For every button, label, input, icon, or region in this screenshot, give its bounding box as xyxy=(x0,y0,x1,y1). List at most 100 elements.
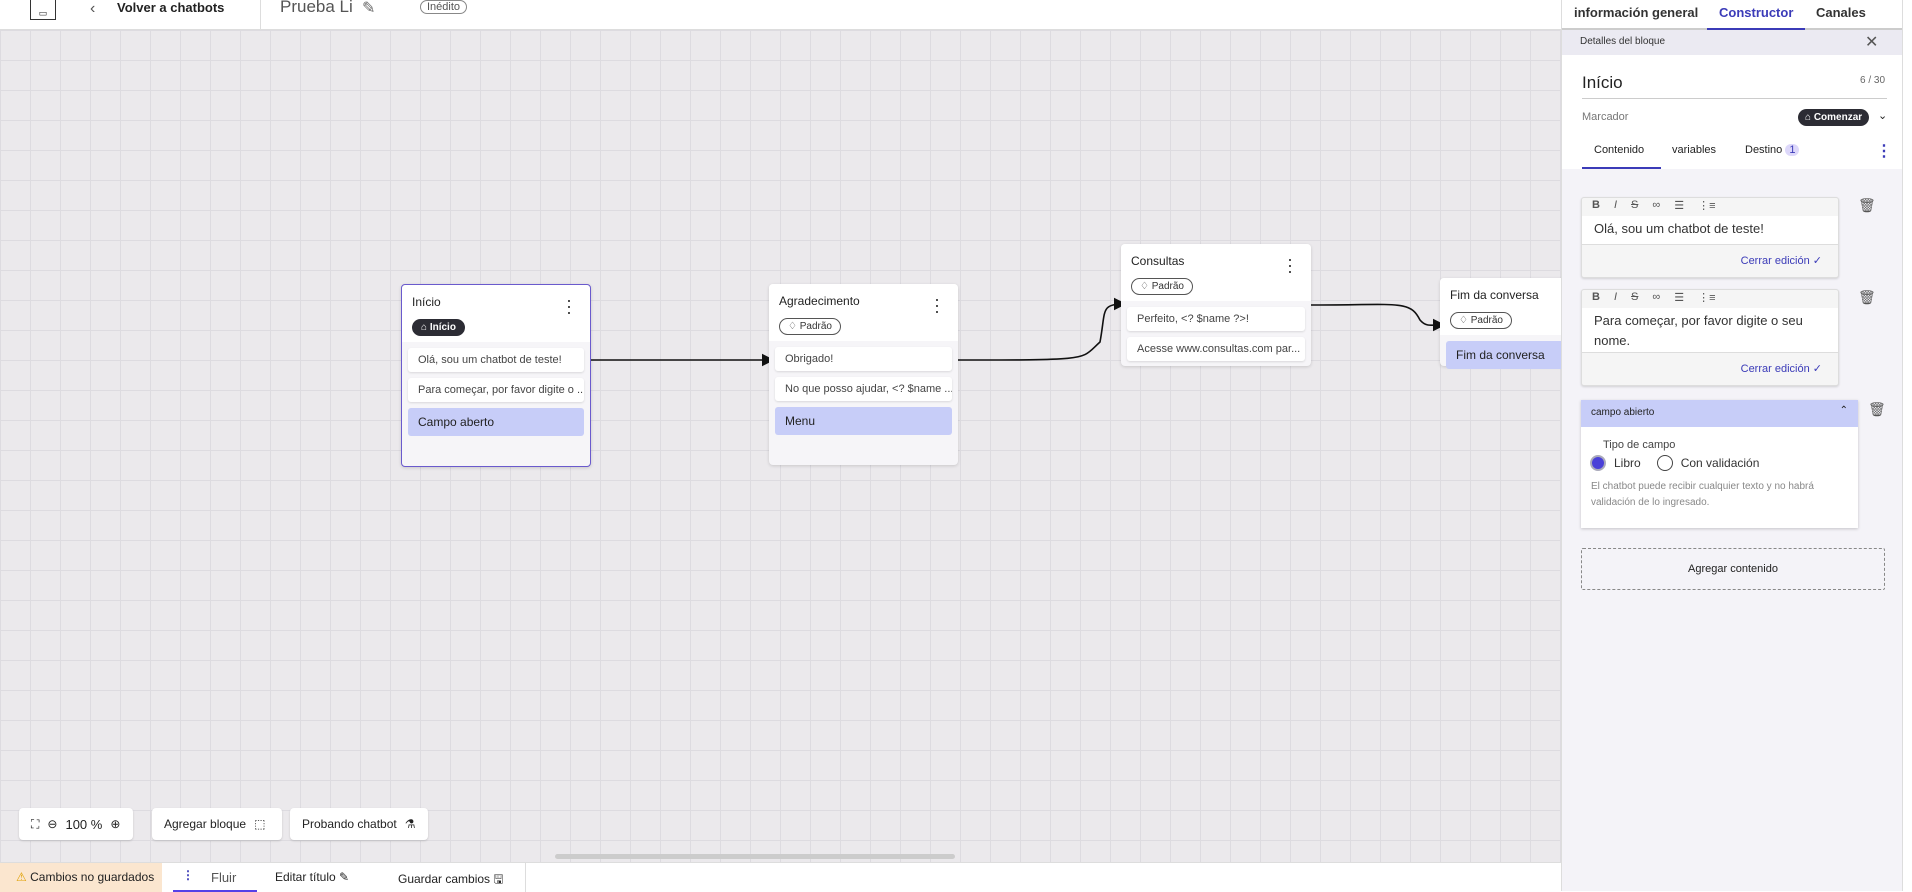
add-content-button[interactable]: Agregar contenido xyxy=(1581,548,1885,590)
flask-icon: ⚗ xyxy=(404,817,416,831)
text-editor[interactable]: B I S ∞ ☰ ⋮≡ Para começar, por favor digite o… xyxy=(1581,289,1839,386)
connection-consultas-fim xyxy=(1310,303,1446,332)
block-node-fim-da-conversa[interactable]: Fim da conversa ♢ Padrão Fim da conversa xyxy=(1440,278,1580,369)
connections xyxy=(591,297,1446,367)
test-chatbot-button[interactable]: Probando chatbot⚗ xyxy=(290,808,428,840)
more-options-icon[interactable]: ··· xyxy=(566,290,572,322)
tag-badge: ♢ Padrão xyxy=(1450,312,1512,329)
close-edit-button[interactable]: Cerrar edición ✓ xyxy=(1740,255,1822,267)
text-editor[interactable]: B I S ∞ ☰ ⋮≡ Olá, sou um chatbot de teste! Ce… xyxy=(1581,197,1839,278)
more-options-icon[interactable]: ··· xyxy=(1287,249,1293,281)
back-chevron-icon[interactable]: ‹ xyxy=(90,0,96,17)
save-icon: 🖫 xyxy=(493,872,504,886)
close-icon[interactable]: ✕ xyxy=(1865,34,1879,51)
message-item[interactable]: Obrigado! xyxy=(775,347,952,371)
open-field-header[interactable]: campo abierto⌃ xyxy=(1581,400,1858,427)
italic-icon[interactable]: I xyxy=(1613,291,1618,303)
message-item[interactable]: Perfeito, <? $name ?>! xyxy=(1127,307,1305,331)
zoom-controls: ⛶ ⊖ 100 % ⊕ xyxy=(19,808,133,840)
pencil-icon: ✎ xyxy=(339,870,350,884)
close-edit-button[interactable]: Cerrar edición ✓ xyxy=(1740,363,1822,375)
radio-con-validacion[interactable] xyxy=(1656,455,1673,471)
tag-icon: ♢ xyxy=(788,321,800,332)
chevron-down-icon[interactable]: ⌄ xyxy=(1878,110,1888,122)
more-options-icon[interactable]: ⋮ xyxy=(1876,143,1892,160)
block-node-agradecimento[interactable]: Agradecimento ♢ Padrão ··· Obrigado! No … xyxy=(769,284,958,465)
tab-general-info[interactable]: información general xyxy=(1574,5,1699,20)
top-header: ▭ ‹ Volver a chatbots Prueba Li ✎ Inédit… xyxy=(0,0,1561,30)
strikethrough-icon[interactable]: S xyxy=(1631,199,1639,211)
bullet-list-icon[interactable]: ☰ xyxy=(1674,292,1685,304)
bullet-list-icon[interactable]: ☰ xyxy=(1674,200,1685,212)
divider xyxy=(525,863,526,892)
divider xyxy=(260,0,261,30)
panel-tabs: información general Constructor Canales xyxy=(1562,0,1903,30)
tab-channels[interactable]: Canales xyxy=(1816,5,1866,20)
add-block-icon: ⬚ xyxy=(254,817,266,831)
open-field-card: campo abierto⌃ Tipo de campo Libro Con v… xyxy=(1581,400,1858,528)
trash-icon[interactable]: 🗑 xyxy=(1858,289,1876,305)
count-badge: 1 xyxy=(1785,144,1800,156)
radio-libro[interactable] xyxy=(1590,455,1606,471)
app-logo[interactable]: ▭ xyxy=(30,0,56,20)
bottom-bar: ⚠ Cambios no guardados ⋮ Fluir Editar tí… xyxy=(0,862,1561,892)
message-item[interactable]: Acesse www.consultas.com par... xyxy=(1127,337,1305,361)
connection-agradecimento-consultas xyxy=(957,297,1127,361)
tag-badge: ♢ Padrão xyxy=(1131,278,1193,295)
action-item[interactable]: Menu xyxy=(775,407,952,435)
fit-screen-icon[interactable]: ⛶ xyxy=(31,816,40,831)
bottom-menu-icon[interactable]: ⋮ xyxy=(182,868,194,882)
action-item[interactable]: Fim da conversa xyxy=(1446,341,1574,369)
strikethrough-icon[interactable]: S xyxy=(1631,291,1639,303)
numbered-list-icon[interactable]: ⋮≡ xyxy=(1698,292,1716,304)
block-node-inicio[interactable]: Início ⌂ Início ··· Olá, sou um chatbot … xyxy=(401,284,591,467)
editor-text[interactable]: Para começar, por favor digite o seu nom… xyxy=(1582,308,1838,353)
link-icon[interactable]: ∞ xyxy=(1652,291,1661,303)
edit-title-button[interactable]: Editar título ✎ xyxy=(275,870,350,884)
block-node-consultas[interactable]: Consultas ♢ Padrão ··· Perfeito, <? $nam… xyxy=(1121,244,1311,366)
zoom-out-icon[interactable]: ⊖ xyxy=(47,817,58,831)
tag-badge: ⌂ Início xyxy=(412,319,465,336)
bold-icon[interactable]: B xyxy=(1592,291,1600,303)
link-icon[interactable]: ∞ xyxy=(1652,199,1661,211)
message-item[interactable]: Para começar, por favor digite o ... xyxy=(408,378,584,402)
action-item[interactable]: Campo aberto xyxy=(408,408,584,436)
bold-icon[interactable]: B xyxy=(1592,199,1600,211)
horizontal-scrollbar[interactable] xyxy=(555,854,955,859)
message-item[interactable]: No que posso ajudar, <? $name ... xyxy=(775,377,952,401)
edit-title-pencil-icon[interactable]: ✎ xyxy=(362,0,376,17)
trash-icon[interactable]: 🗑 xyxy=(1868,401,1886,417)
zoom-level: 100 % xyxy=(65,816,103,832)
editor-toolbar: B I S ∞ ☰ ⋮≡ xyxy=(1582,198,1838,216)
marker-select[interactable]: ⌂ Comenzar xyxy=(1798,109,1870,126)
editor-text[interactable]: Olá, sou um chatbot de teste! xyxy=(1582,216,1838,245)
save-changes-button[interactable]: Guardar cambios 🖫 xyxy=(398,872,504,886)
subtab-destination[interactable]: Destino 1 xyxy=(1745,144,1800,156)
block-name-input[interactable]: Início xyxy=(1582,73,1623,92)
trash-icon[interactable]: 🗑 xyxy=(1858,197,1876,213)
unsaved-changes-status: ⚠ Cambios no guardados xyxy=(0,863,162,892)
italic-icon[interactable]: I xyxy=(1613,199,1618,211)
flow-canvas[interactable]: Início ⌂ Início ··· Olá, sou um chatbot … xyxy=(0,30,1580,862)
tag-icon: ♢ xyxy=(1140,281,1152,292)
tag-badge: ♢ Padrão xyxy=(779,318,841,335)
chatbot-title: Prueba Li xyxy=(280,0,353,16)
zoom-in-icon[interactable]: ⊕ xyxy=(110,817,121,831)
more-options-icon[interactable]: ··· xyxy=(934,289,940,321)
chevron-up-icon: ⌃ xyxy=(1839,405,1848,416)
warning-icon: ⚠ xyxy=(16,870,27,884)
char-count: 6 / 30 xyxy=(1860,75,1886,86)
message-item[interactable]: Olá, sou um chatbot de teste! xyxy=(408,348,584,372)
back-to-chatbots-link[interactable]: Volver a chatbots xyxy=(117,0,225,15)
panel-section-header: Detalles del bloque ✕ xyxy=(1562,30,1903,55)
numbered-list-icon[interactable]: ⋮≡ xyxy=(1698,200,1716,212)
tab-flow[interactable]: Fluir xyxy=(173,863,257,892)
home-icon: ⌂ xyxy=(421,322,430,333)
subtab-content[interactable]: Contenido xyxy=(1582,144,1661,169)
add-block-button[interactable]: Agregar bloque⬚ xyxy=(152,808,282,840)
status-badge: Inédito xyxy=(420,0,468,14)
subtab-variables[interactable]: variables xyxy=(1672,144,1717,156)
divider xyxy=(1582,98,1887,99)
tab-constructor[interactable]: Constructor xyxy=(1707,0,1805,30)
vertical-scrollbar[interactable] xyxy=(1902,0,1912,891)
